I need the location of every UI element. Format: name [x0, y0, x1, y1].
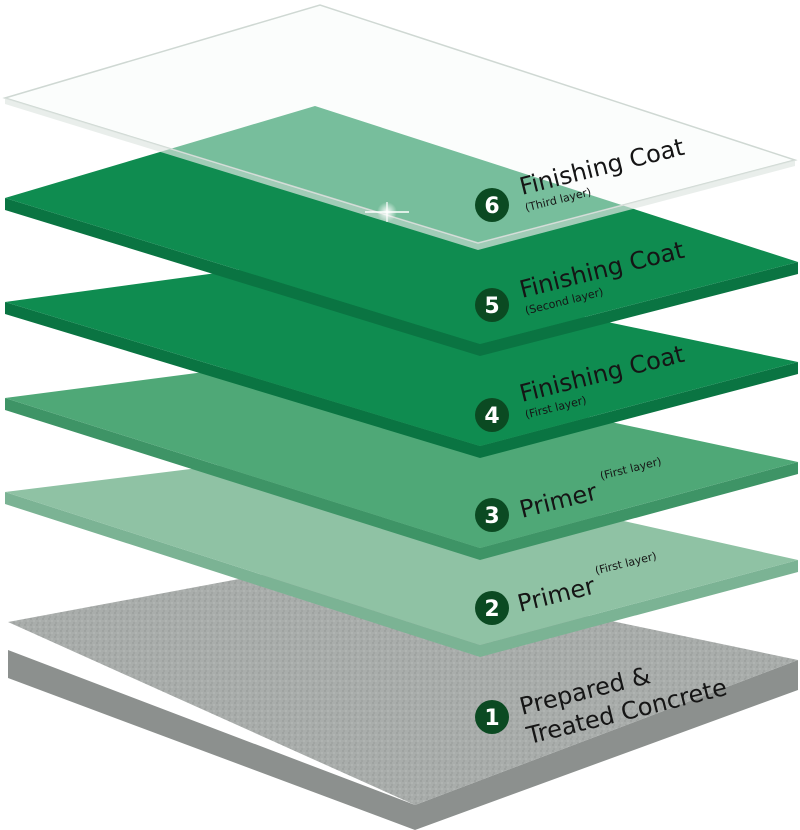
layer-2-top	[5, 453, 798, 645]
svg-text:2: 2	[484, 597, 499, 622]
layer-4-top	[5, 260, 798, 446]
numbered-circle-icon	[475, 591, 509, 625]
layer-3-side	[5, 398, 798, 560]
layer-3-primer	[5, 358, 798, 560]
layer-2-side	[5, 492, 798, 657]
layer-6-clear	[2, 4, 798, 250]
numbered-circle-icon	[475, 288, 509, 322]
layer-1-side	[8, 650, 798, 830]
layer-4-coat	[5, 260, 798, 458]
numbered-circle-icon	[475, 498, 509, 532]
svg-text:3: 3	[484, 504, 499, 529]
svg-text:6: 6	[484, 194, 499, 219]
layer-6-side	[5, 98, 795, 250]
layer-3-top	[5, 358, 798, 548]
layer-5-side	[5, 198, 798, 356]
numbered-circle-icon	[475, 398, 509, 432]
layer-4-side	[5, 302, 798, 458]
svg-text:5: 5	[484, 294, 499, 319]
layer-2-primer	[5, 453, 798, 657]
numbered-circle-icon	[475, 700, 509, 734]
svg-text:1: 1	[484, 706, 499, 731]
svg-text:4: 4	[484, 404, 499, 429]
numbered-circle-icon	[475, 188, 509, 222]
sparkle-icon	[365, 202, 409, 222]
